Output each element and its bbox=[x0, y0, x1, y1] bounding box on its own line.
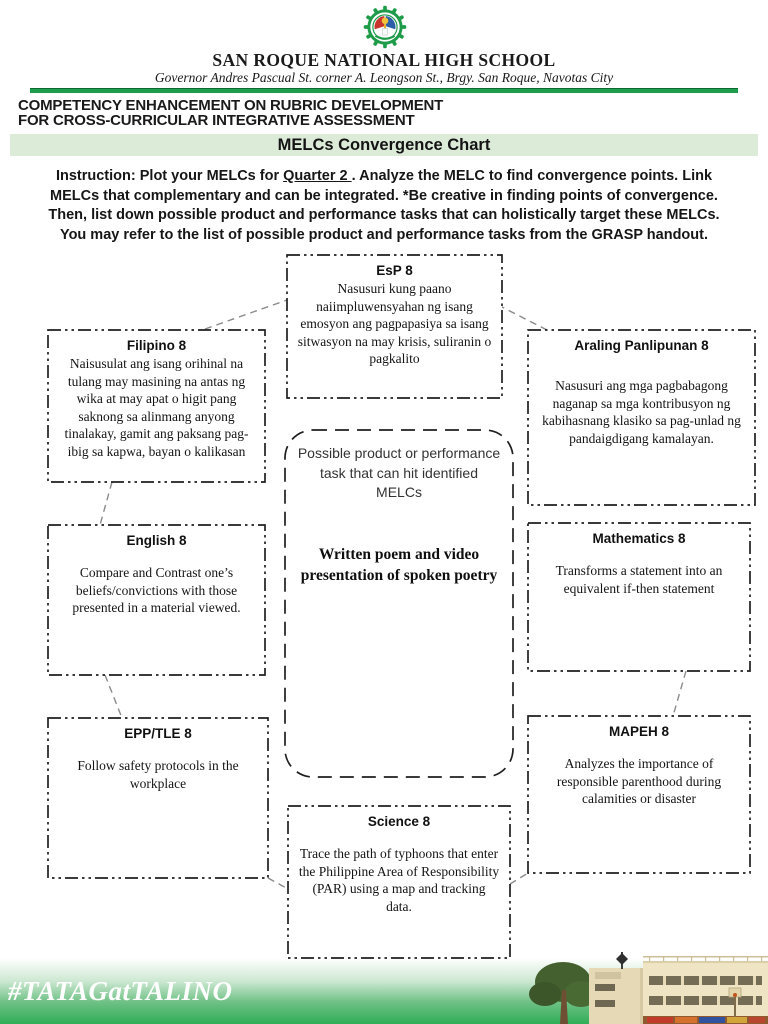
school-seal-icon bbox=[363, 5, 407, 49]
science-box-border bbox=[287, 805, 511, 959]
melc-box-esp-title: EsP 8 bbox=[376, 263, 413, 278]
instruction-prefix: Instruction: Plot your MELCs for bbox=[55, 168, 284, 184]
english-box-border bbox=[47, 524, 266, 676]
center-task-box-border bbox=[284, 429, 514, 778]
connector-filipino-english bbox=[99, 481, 113, 526]
melc-box-math-body: Transforms a statement into an equivalen… bbox=[555, 563, 723, 596]
melc-box-araling-body: Nasusuri ang mga pagbabagong naganap sa … bbox=[542, 378, 741, 446]
epp-box-border bbox=[47, 717, 269, 879]
program-title: COMPETENCY ENHANCEMENT ON RUBRIC DEVELOP… bbox=[18, 98, 443, 128]
school-name: SAN ROQUE NATIONAL HIGH SCHOOL bbox=[212, 50, 556, 70]
center-task-box: Possible product or performance task tha… bbox=[285, 430, 513, 777]
mapeh-box-border bbox=[527, 715, 751, 874]
melc-box-araling-panlipunan: Araling Panlipunan 8 Nasusuri ang mga pa… bbox=[528, 330, 755, 505]
melc-box-esp-body: Nasusuri kung paano naiimpluwensyahan ng… bbox=[297, 281, 492, 367]
center-task-label: Possible product or performance task tha… bbox=[297, 445, 501, 501]
melc-box-english-body: Compare and Contrast one’s beliefs/convi… bbox=[72, 565, 241, 616]
araling-box-border bbox=[527, 329, 756, 506]
connector-filipino-esp bbox=[204, 299, 288, 330]
melc-box-filipino-title: Filipino 8 bbox=[126, 338, 187, 353]
school-building-photo bbox=[529, 952, 768, 1024]
melc-box-mapeh-body: Analyzes the importance of responsible p… bbox=[556, 756, 722, 807]
melc-box-math-title: Mathematics 8 bbox=[592, 531, 686, 546]
melc-box-english-title: English 8 bbox=[126, 533, 187, 548]
melc-box-epp-body: Follow safety protocols in the workplace bbox=[77, 758, 239, 791]
connector-epp-science bbox=[267, 877, 291, 891]
school-address: Governor Andres Pascual St. corner A. Le… bbox=[154, 70, 614, 85]
melc-box-science: Science 8 Trace the path of typhoons tha… bbox=[288, 806, 510, 958]
instruction-text: Instruction: Plot your MELCs for Quarter… bbox=[34, 167, 734, 246]
connector-esp-araling bbox=[497, 304, 550, 332]
melc-box-epp-tle: EPP/TLE 8 Follow safety protocols in the… bbox=[48, 718, 268, 878]
melc-box-mapeh: MAPEH 8 Analyzes the importance of respo… bbox=[528, 716, 750, 873]
melc-box-science-title: Science 8 bbox=[367, 814, 431, 829]
center-task-value: Written poem and video presentation of s… bbox=[300, 545, 498, 584]
melc-box-araling-title: Araling Panlipunan 8 bbox=[574, 338, 709, 353]
melc-box-epp-title: EPP/TLE 8 bbox=[124, 726, 192, 741]
melc-box-esp: EsP 8 Nasusuri kung paano naiimpluwensya… bbox=[287, 255, 502, 398]
melc-box-filipino: Filipino 8 Naisusulat ang isang orihinal… bbox=[48, 330, 265, 482]
melc-box-mathematics: Mathematics 8 Transforms a statement int… bbox=[528, 523, 750, 671]
footer-hashtag: #TATAGatTALINO bbox=[8, 976, 233, 1006]
melc-box-mapeh-title: MAPEH 8 bbox=[608, 724, 669, 739]
math-box-border bbox=[527, 522, 751, 672]
filipino-box-border bbox=[47, 329, 266, 483]
connector-english-epp bbox=[104, 674, 123, 719]
program-title-line2: FOR CROSS-CURRICULAR INTEGRATIVE ASSESSM… bbox=[18, 112, 415, 129]
melc-box-science-body: Trace the path of typhoons that enter th… bbox=[298, 846, 500, 914]
page-title: MELCs Convergence Chart bbox=[10, 134, 758, 156]
instruction-quarter: Quarter 2 bbox=[283, 168, 352, 184]
connector-science-mapeh bbox=[509, 872, 529, 885]
program-title-line1: COMPETENCY ENHANCEMENT ON RUBRIC DEVELOP… bbox=[18, 97, 444, 114]
melc-box-english: English 8 Compare and Contrast one’s bel… bbox=[48, 525, 265, 675]
esp-box-border bbox=[286, 254, 503, 399]
connector-math-mapeh bbox=[672, 670, 687, 717]
instruction-suffix: . Analyze the MELC to find convergence p… bbox=[48, 168, 720, 244]
melc-box-filipino-body: Naisusulat ang isang orihinal na tulang … bbox=[64, 356, 249, 459]
header-divider bbox=[30, 88, 738, 93]
